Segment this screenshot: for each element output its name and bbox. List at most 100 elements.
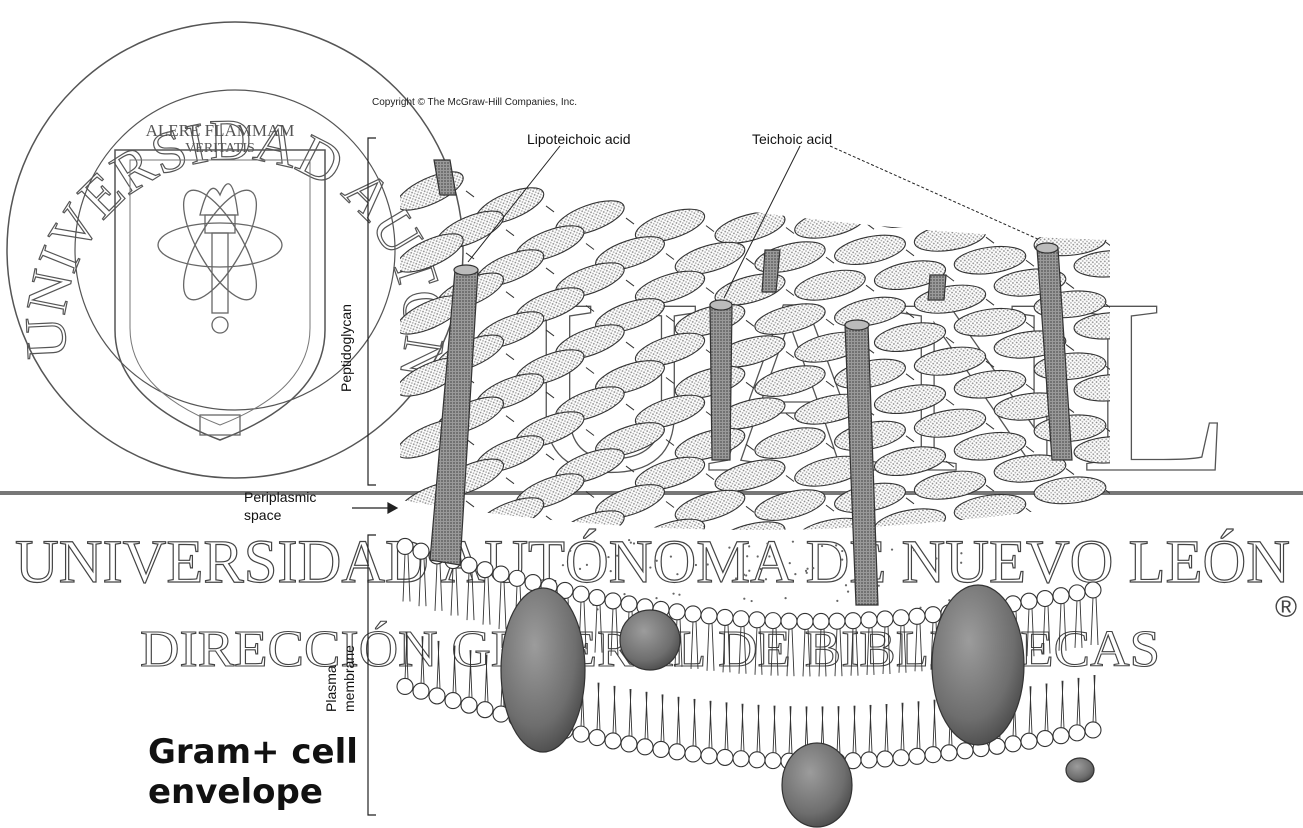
lipid-head — [829, 613, 845, 629]
peptide-crosslink — [1066, 221, 1074, 227]
lipid-head — [573, 726, 589, 742]
periplasmic-dot — [676, 573, 678, 575]
lipid-head — [845, 613, 861, 629]
peptide-crosslink — [786, 475, 794, 481]
peptidoglycan-strand — [872, 504, 947, 542]
lipid-tail — [584, 601, 586, 649]
periplasmic-dot — [847, 591, 849, 593]
periplasmic-dot — [765, 578, 767, 580]
peptide-crosslink — [546, 330, 554, 336]
lipid-tail — [1075, 600, 1077, 648]
periplasmic-dot — [743, 574, 745, 576]
membrane-protein — [782, 743, 852, 827]
peptide-crosslink — [1066, 469, 1074, 475]
periplasmic-dot — [707, 563, 709, 565]
peptide-crosslink — [626, 404, 634, 410]
periplasmic-dot — [935, 557, 937, 559]
periplasmic-dot — [891, 548, 893, 550]
lipid-tail — [776, 628, 778, 676]
peptide-crosslink — [466, 191, 474, 197]
lipid-head — [413, 683, 429, 699]
peptide-crosslink — [506, 478, 514, 484]
lipid-head — [733, 611, 749, 627]
periplasmic-dot — [748, 545, 750, 547]
periplasmic-dot — [766, 543, 768, 545]
lipid-head — [637, 739, 653, 755]
periplasmic-dot — [616, 555, 618, 557]
lipid-head — [397, 678, 413, 694]
lipid-tail — [835, 628, 837, 676]
lipid-tail — [755, 627, 757, 675]
lipid-head — [893, 610, 909, 626]
peptide-crosslink — [1106, 490, 1114, 496]
lipid-tail — [883, 626, 885, 674]
lipid-head — [909, 748, 925, 764]
lipid-tail — [904, 625, 906, 673]
figure-title-line1: Gram+ cell — [148, 732, 358, 772]
leader-line-teichoic-2 — [830, 146, 1040, 240]
lipid-tail — [1032, 608, 1034, 656]
periplasmic-dot — [745, 574, 747, 576]
peptide-crosslink — [906, 498, 914, 504]
peptidoglycan-layer — [392, 164, 1154, 559]
peptidoglycan-bracket — [368, 138, 376, 485]
label-plasma-membrane: Plasma membrane — [322, 645, 358, 712]
lipid-tail — [1043, 606, 1045, 654]
periplasmic-dot — [672, 593, 674, 595]
peptide-crosslink — [986, 423, 994, 429]
lipid-tail — [691, 621, 693, 669]
lipid-head — [893, 750, 909, 766]
peptidoglycan-strand — [752, 360, 828, 402]
periplasmic-dot — [836, 600, 838, 602]
lipid-head — [1085, 582, 1101, 598]
periplasmic-dot — [678, 594, 680, 596]
peptide-crosslink — [1146, 388, 1154, 394]
lipid-tail — [867, 627, 869, 675]
peptide-crosslink — [906, 312, 914, 318]
periplasmic-dot — [792, 541, 794, 543]
lipid-tail — [1080, 600, 1082, 648]
lipid-tail — [435, 563, 437, 611]
peptidoglycan-strand — [392, 164, 468, 218]
peptide-crosslink — [826, 505, 834, 511]
periplasmic-dot — [628, 539, 630, 541]
lipid-head — [685, 746, 701, 762]
lipid-head — [1005, 736, 1021, 752]
peptide-crosslink — [866, 223, 874, 229]
lipid-head — [605, 733, 621, 749]
lipid-tail — [424, 558, 426, 606]
peptide-crosslink — [706, 474, 714, 480]
lipid-head — [941, 745, 957, 761]
lipid-tail — [499, 581, 501, 629]
lipid-head — [877, 751, 893, 767]
lipid-head — [1021, 593, 1037, 609]
periplasmic-dot — [878, 585, 880, 587]
periplasmic-dot — [812, 567, 814, 569]
peptide-crosslink — [1026, 384, 1034, 390]
rod-cap — [845, 320, 869, 330]
lipid-head — [477, 562, 493, 578]
periplasmic-dot — [746, 555, 748, 557]
lipid-head — [1021, 733, 1037, 749]
peptide-crosslink — [946, 275, 954, 281]
lipid-head — [909, 608, 925, 624]
peptide-crosslink — [626, 280, 634, 286]
lipid-tail — [1091, 597, 1093, 645]
lipid-tail — [1048, 606, 1050, 654]
lipid-tail — [472, 572, 474, 620]
peptide-crosslink — [946, 213, 954, 219]
peptide-crosslink — [946, 399, 954, 405]
periplasmic-dot — [623, 593, 625, 595]
lipid-tail — [920, 623, 922, 671]
peptide-crosslink — [626, 218, 634, 224]
periplasmic-dot — [806, 572, 808, 574]
peptide-crosslink — [1146, 202, 1154, 208]
peptidoglycan-strand — [552, 504, 629, 553]
lipid-tail — [616, 608, 618, 656]
peptide-crosslink — [1026, 322, 1034, 328]
plasma-membrane-bracket — [368, 535, 376, 815]
rod-cap — [454, 265, 478, 275]
peptide-crosslink — [826, 319, 834, 325]
lipid-head — [621, 596, 637, 612]
